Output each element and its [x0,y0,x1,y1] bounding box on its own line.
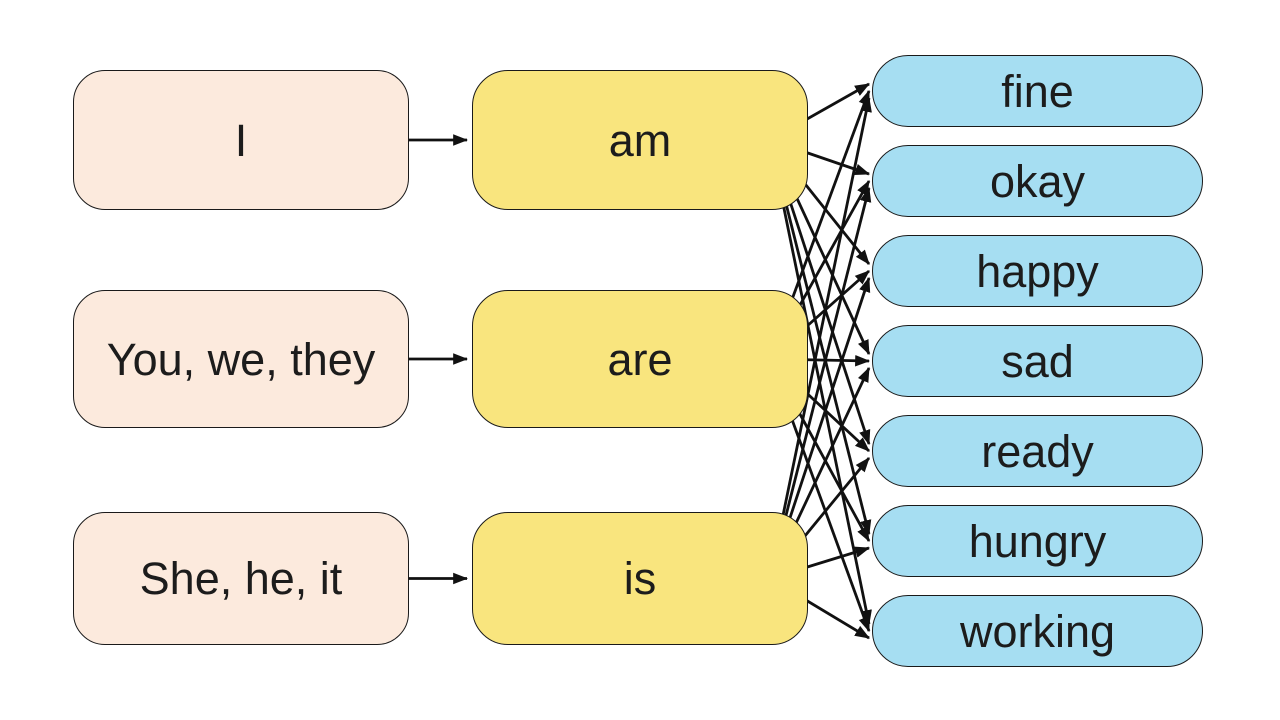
adjective-label: fine [1001,65,1074,117]
adjective-label: working [959,605,1116,657]
adjective-box-3: happy [872,235,1203,307]
adjective-box-4: sad [872,325,1203,397]
subject-label: She, he, it [139,553,343,604]
verb-label: are [607,333,673,385]
adjective-box-2: okay [872,145,1203,217]
adjective-label: sad [1001,335,1074,387]
adjective-box-5: ready [872,415,1203,487]
verb-label: is [623,553,657,604]
adjective-label: happy [976,245,1099,297]
verb-adjective-arrow [768,186,872,579]
verb-box-3: is [472,512,808,645]
subject-label: I [234,114,248,166]
adjective-box-7: working [872,595,1203,667]
adjective-box-6: hungry [872,505,1203,577]
adjective-label: ready [981,425,1094,477]
verb-label: am [608,114,672,166]
subject-box-1: I [73,70,409,210]
verb-box-2: are [472,290,808,428]
subject-box-2: You, we, they [73,290,409,428]
verb-box-1: am [472,70,808,210]
adjective-label: hungry [968,515,1107,567]
subject-box-3: She, he, it [73,512,409,645]
adjective-box-1: fine [872,55,1203,127]
verb-adjective-arrow [768,96,872,579]
subject-label: You, we, they [106,333,376,385]
adjective-label: okay [989,155,1086,207]
